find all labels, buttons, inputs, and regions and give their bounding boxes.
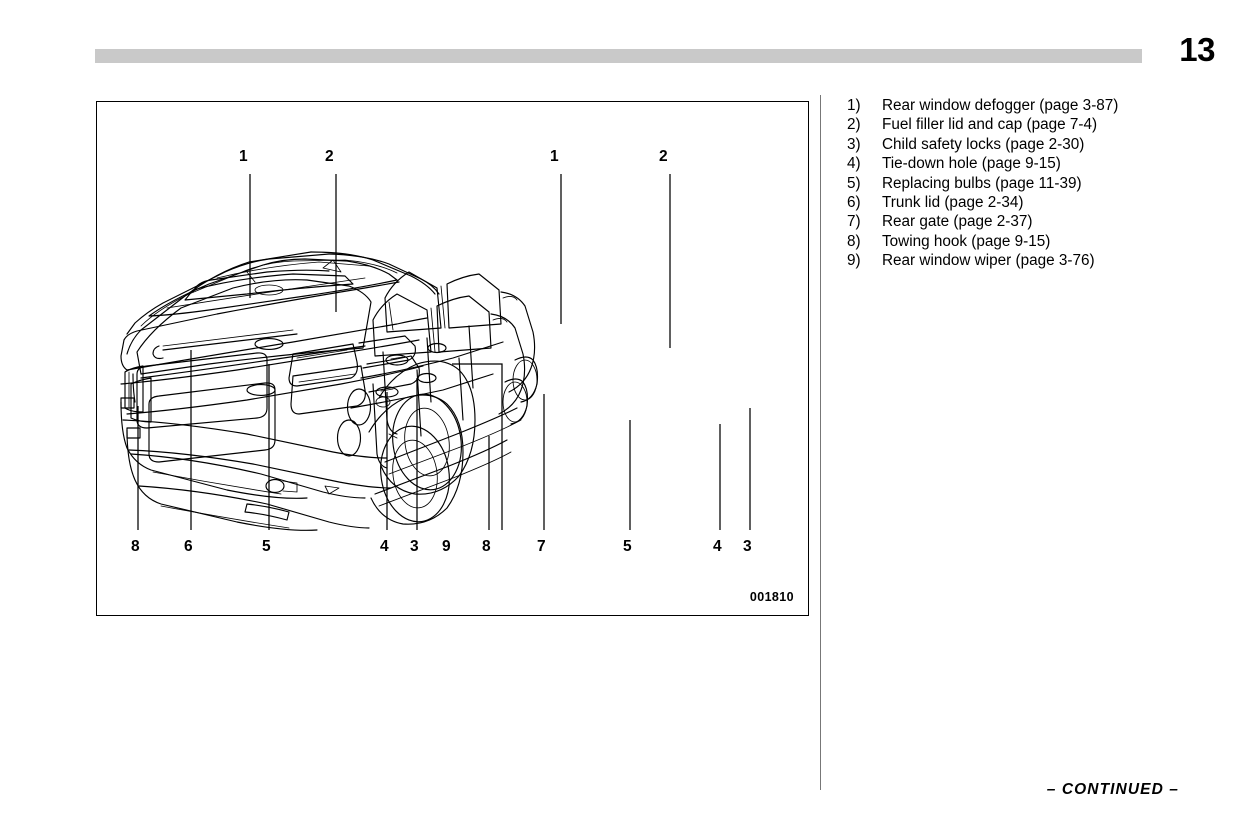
- callout-bottom-3-hatchback: 3: [743, 538, 752, 555]
- callout-leader-lines: [137, 174, 751, 530]
- legend-item[interactable]: 3) Child safety locks (page 2-30): [847, 135, 1217, 154]
- legend-item-number: 5): [847, 174, 861, 192]
- callout-bottom-3-sedan: 3: [410, 538, 419, 555]
- legend-item-number: 2): [847, 116, 861, 134]
- legend-item-label: Replacing bulbs (page 11-39): [882, 174, 1082, 192]
- legend-item-number: 3): [847, 135, 861, 153]
- hatchback-illustration: [126, 251, 529, 531]
- callout-bottom-9-hatchback: 9: [442, 538, 451, 555]
- footer-continued-note: – CONTINUED –: [1046, 781, 1179, 798]
- callout-bottom-5-hatchback: 5: [623, 538, 632, 555]
- vehicle-illustration: [120, 174, 751, 531]
- callout-bottom-5-sedan: 5: [262, 538, 271, 555]
- legend-item-number: 8): [847, 232, 861, 250]
- callout-bottom-4-sedan: 4: [380, 538, 389, 555]
- legend-item-number: 6): [847, 193, 861, 211]
- column-divider: [820, 95, 821, 790]
- legend-item[interactable]: 1) Rear window defogger (page 3-87): [847, 96, 1217, 115]
- legend-item[interactable]: 4) Tie-down hole (page 9-15): [847, 154, 1217, 173]
- legend-item[interactable]: 8) Towing hook (page 9-15): [847, 232, 1217, 251]
- legend-item-label: Child safety locks (page 2-30): [882, 135, 1085, 153]
- callout-top-2-hatchback: 2: [659, 148, 668, 165]
- callout-bottom-6-sedan: 6: [184, 538, 193, 555]
- legend-item-label: Tie-down hole (page 9-15): [882, 155, 1061, 173]
- figure-id-code: 001810: [749, 590, 794, 604]
- figure-panel: 1 2 1 2 8 6 5 4 3 9 8 7 5 4 3 001810: [96, 101, 809, 616]
- legend-item-number: 4): [847, 155, 861, 173]
- sedan-illustration: [120, 253, 539, 499]
- legend-item-number: 1): [847, 97, 861, 114]
- legend-item[interactable]: 9) Rear window wiper (page 3-76): [847, 251, 1217, 270]
- legend-item-label: Trunk lid (page 2-34): [882, 193, 1024, 211]
- legend-item[interactable]: 6) Trunk lid (page 2-34): [847, 193, 1217, 212]
- legend-item-label: Rear window defogger (page 3-87): [882, 97, 1119, 114]
- callout-bottom-4-hatchback: 4: [713, 538, 722, 555]
- legend-item-label: Rear window wiper (page 3-76): [882, 252, 1095, 270]
- callout-bottom-8-hatchback: 8: [482, 538, 491, 555]
- legend-item[interactable]: 5) Replacing bulbs (page 11-39): [847, 174, 1217, 193]
- legend-list: 1) Rear window defogger (page 3-87) 2) F…: [847, 96, 1217, 271]
- callout-bottom-8-sedan: 8: [131, 538, 140, 555]
- legend-item[interactable]: 2) Fuel filler lid and cap (page 7-4): [847, 115, 1217, 134]
- callout-bottom-7-hatchback: 7: [537, 538, 546, 555]
- legend-item-label: Towing hook (page 9-15): [882, 232, 1051, 250]
- legend-item[interactable]: 7) Rear gate (page 2-37): [847, 212, 1217, 231]
- callout-top-1-hatchback: 1: [550, 148, 559, 165]
- legend-item-number: 7): [847, 213, 861, 231]
- legend-item-number: 9): [847, 252, 861, 270]
- legend-item-label: Fuel filler lid and cap (page 7-4): [882, 116, 1098, 134]
- callout-top-2-sedan: 2: [325, 148, 334, 165]
- header-rule: [95, 49, 1142, 63]
- callout-top-1-sedan: 1: [239, 148, 248, 165]
- page-number: 13: [1179, 31, 1215, 68]
- legend-item-label: Rear gate (page 2-37): [882, 213, 1033, 231]
